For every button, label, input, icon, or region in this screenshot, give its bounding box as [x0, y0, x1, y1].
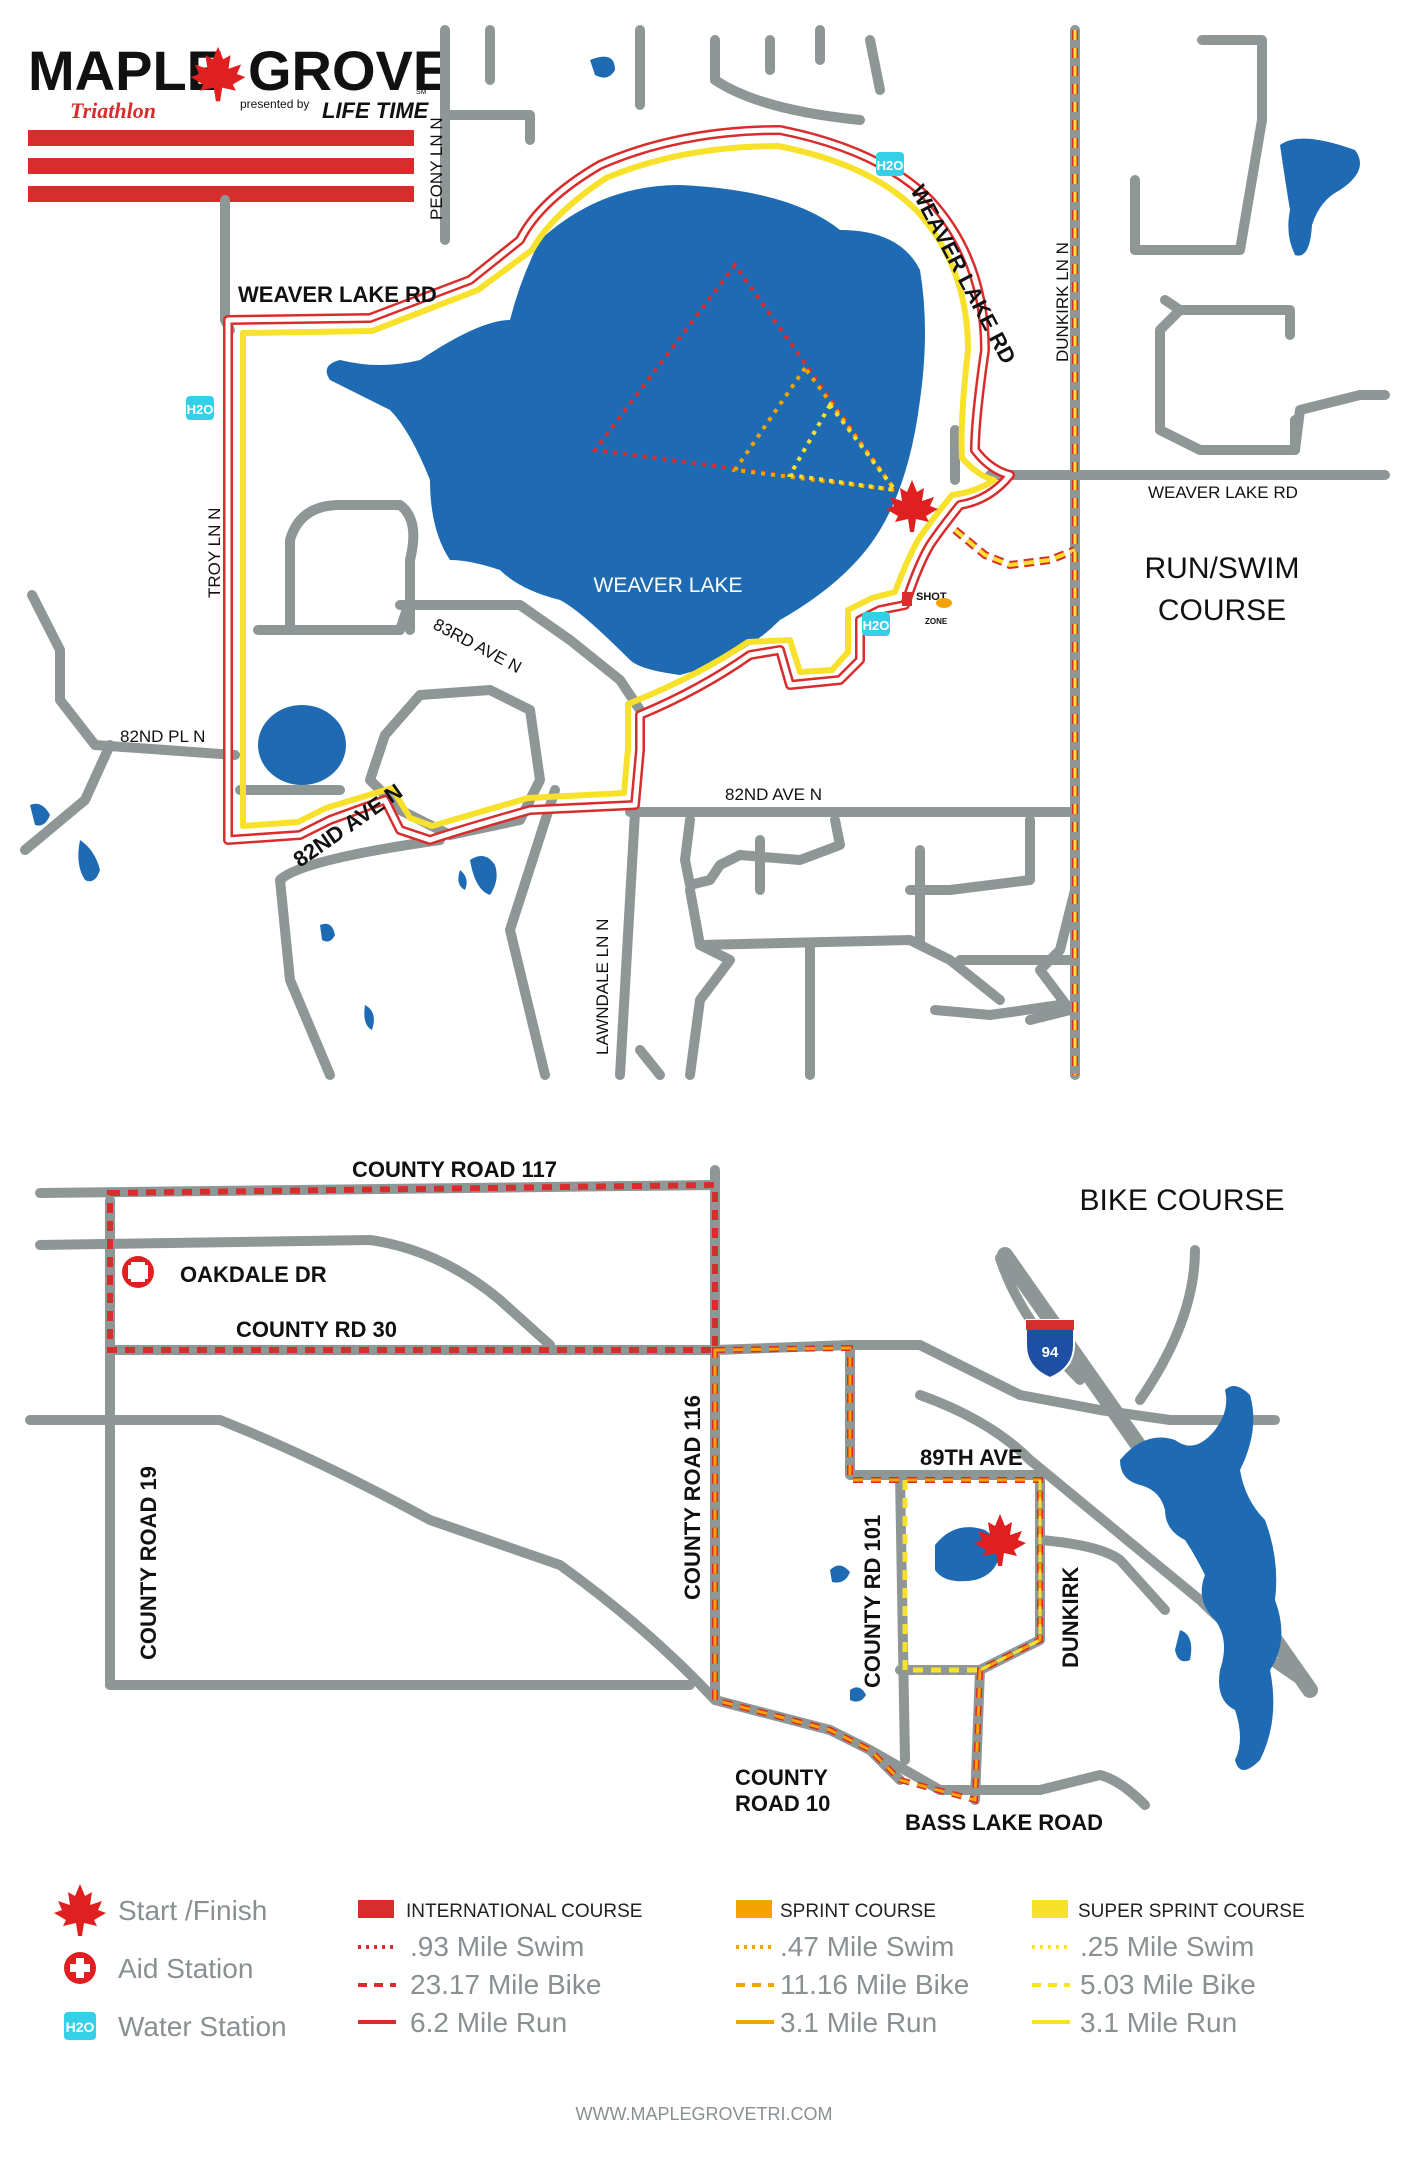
legend-super-sprint-swatch [1032, 1900, 1068, 1918]
street-bass-lake: BASS LAKE ROAD [905, 1810, 1103, 1835]
street-dunkirk: DUNKIRK LN N [1053, 242, 1072, 362]
pond [364, 1005, 374, 1030]
street-cr30: COUNTY RD 30 [236, 1317, 397, 1342]
legend-water-station: Water Station [118, 2011, 287, 2042]
legend-super-sprint-bike: 5.03 Mile Bike [1080, 1969, 1256, 2000]
legend-sprint-run: 3.1 Mile Run [780, 2007, 937, 2038]
street-89th: 89TH AVE [920, 1445, 1023, 1470]
legend-sprint-bike: 11.16 Mile Bike [780, 1969, 969, 2000]
logo-grove: GROVE [248, 39, 450, 102]
run-swim-title-2: COURSE [1158, 594, 1286, 627]
legend-super-sprint-swim: .25 Mile Swim [1080, 1931, 1254, 1962]
pond [1175, 1630, 1192, 1662]
street-dunkirk: DUNKIRK [1058, 1566, 1083, 1668]
pond [590, 56, 615, 78]
run-course [223, 30, 1078, 1075]
logo-presented: presented by [240, 97, 309, 111]
svg-text:H2O: H2O [66, 2019, 95, 2035]
interstate-94-icon: 94 [1025, 1319, 1075, 1380]
street-peony: PEONY LN N [427, 117, 446, 220]
street-83rd: 83RD AVE N [430, 615, 525, 677]
logo-sub: Triathlon [70, 98, 156, 123]
legend-sprint-title: SPRINT COURSE [780, 1901, 936, 1922]
bike-lake-chain [1120, 1386, 1282, 1770]
logo-stripe [28, 130, 414, 146]
pond [830, 1565, 850, 1583]
pond [470, 856, 497, 895]
pond [30, 803, 50, 826]
aid-station-icon [122, 1256, 154, 1288]
street-weaver-lake-rd-nw: WEAVER LAKE RD [238, 282, 437, 307]
pond [850, 1687, 866, 1702]
legend-international-title: INTERNATIONAL COURSE [406, 1901, 642, 1922]
legend: Start /Finish Aid Station H2O Water Stat… [54, 1884, 1305, 2042]
water-station-icon: H2O [876, 152, 904, 176]
svg-text:H2O: H2O [187, 402, 214, 417]
svg-text:ZONE: ZONE [925, 617, 948, 626]
street-cr116: COUNTY ROAD 116 [680, 1395, 705, 1600]
legend-international-bike: 23.17 Mile Bike [410, 1969, 601, 2000]
street-cr117: COUNTY ROAD 117 [352, 1157, 557, 1182]
pond [320, 923, 335, 942]
legend-maple-leaf-icon [54, 1884, 106, 1936]
water-station-icon: H2O [186, 396, 214, 420]
street-cr101: COUNTY RD 101 [860, 1515, 885, 1688]
svg-text:H2O: H2O [877, 158, 904, 173]
pond [78, 840, 100, 882]
run-swim-title-1: RUN/SWIM [1145, 552, 1300, 585]
weaver-lake [326, 185, 926, 675]
roads [20, 25, 1390, 1080]
legend-sprint-swim: .47 Mile Swim [780, 1931, 954, 1962]
logo: MAPLE GROVE SM Triathlon presented by LI… [28, 39, 450, 202]
legend-international-swim: .93 Mile Swim [410, 1931, 584, 1962]
legend-aid-station: Aid Station [118, 1953, 253, 1984]
street-troy: TROY LN N [205, 508, 224, 598]
lake-label: WEAVER LAKE [594, 574, 743, 597]
logo-stripe [28, 186, 414, 202]
street-oakdale: OAKDALE DR [180, 1262, 327, 1287]
super-sprint-swim [786, 401, 900, 493]
legend-aid-station-icon [64, 1952, 96, 1984]
street-lawndale: LAWNDALE LN N [593, 919, 612, 1055]
water-station-icon: H2O [862, 612, 890, 636]
logo-sm: SM [416, 89, 427, 96]
legend-international-swatch [358, 1900, 394, 1918]
footer-url[interactable]: WWW.MAPLEGROVETRI.COM [575, 2104, 832, 2124]
pond [258, 705, 346, 785]
legend-super-sprint-run: 3.1 Mile Run [1080, 2007, 1237, 2038]
street-cr10-1: COUNTY [735, 1765, 828, 1790]
logo-sponsor: LIFE TIME [322, 98, 430, 123]
logo-maple: MAPLE [28, 39, 224, 102]
pond [1280, 138, 1360, 256]
shot-zone-icon: SHOT ZONE [902, 591, 952, 626]
bike-title: BIKE COURSE [1079, 1184, 1284, 1217]
swim-courses [591, 261, 900, 493]
bike-map: 94 COUNTY ROAD 117 OAKDALE DR COUNTY RD … [25, 1157, 1318, 1835]
legend-international-run: 6.2 Mile Run [410, 2007, 567, 2038]
logo-stripe [28, 158, 414, 174]
bike-course [107, 1181, 1043, 1804]
street-cr10-2: ROAD 10 [735, 1791, 830, 1816]
street-82nd-ave: 82ND AVE N [725, 785, 822, 804]
svg-text:H2O: H2O [863, 618, 890, 633]
legend-water-station-icon: H2O [64, 2012, 96, 2040]
international-loop [107, 1181, 718, 1353]
legend-sprint-swatch [736, 1900, 772, 1918]
street-cr19: COUNTY ROAD 19 [136, 1466, 161, 1660]
svg-text:94: 94 [1042, 1344, 1059, 1361]
legend-start-finish: Start /Finish [118, 1895, 267, 1926]
street-weaver-lake-rd-e: WEAVER LAKE RD [1148, 483, 1298, 502]
lakes [30, 56, 1360, 1030]
pond [458, 870, 467, 890]
street-82nd-pl: 82ND PL N [120, 727, 205, 746]
legend-super-sprint-title: SUPER SPRINT COURSE [1078, 1901, 1305, 1922]
